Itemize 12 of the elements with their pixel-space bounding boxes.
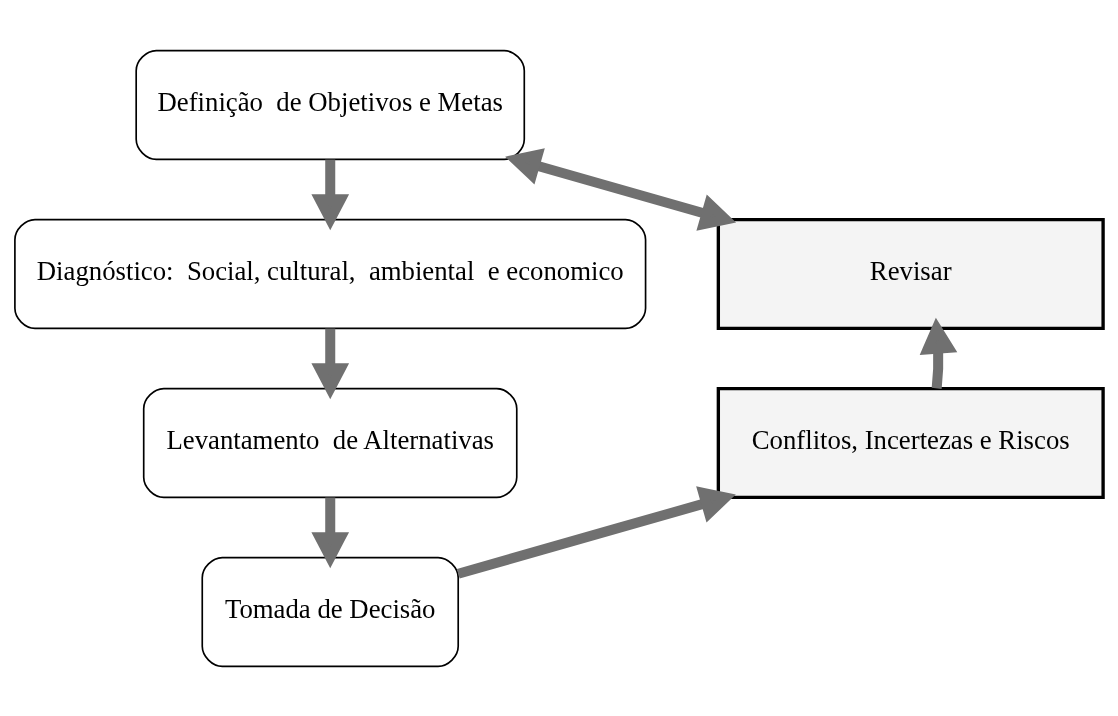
node-box: Diagnóstico: Social, cultural, ambiental e economico [14,218,647,329]
arrow [311,159,350,230]
node-box: Revisar [716,217,1105,330]
arrow [456,485,736,579]
arrow [311,328,350,399]
node-box: Levantamento de Alternativas [142,387,518,498]
node-box: Tomada de Decisão [201,556,460,667]
arrow [311,497,350,568]
node-box: Conflitos, Incertezas e Riscos [716,386,1105,499]
arrow [505,147,737,231]
node-box: Definição de Objetivos e Metas [135,49,526,160]
arrow [919,317,958,389]
